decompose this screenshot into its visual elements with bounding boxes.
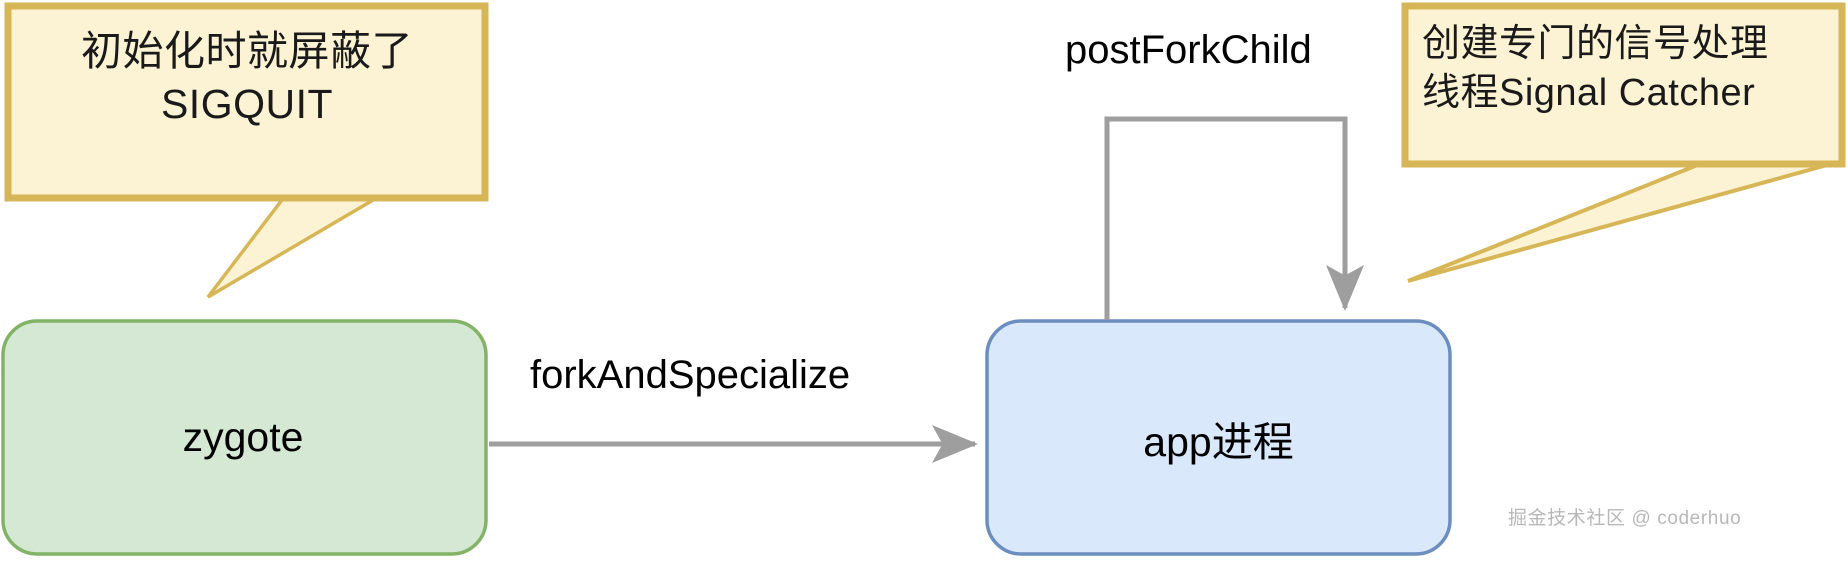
edge-label-fork-and-specialize: forkAndSpecialize [530, 353, 851, 397]
callout-left-tail [206, 194, 387, 299]
callout-left-box [4, 2, 489, 202]
callout-right-label: 创建专门的信号处理 线程Signal Catcher [1422, 23, 1769, 115]
edge-post-fork-child [1104, 116, 1364, 320]
node-zygote[interactable] [1, 319, 488, 556]
edge-label-post-fork-child: postForkChild [1065, 28, 1312, 72]
callout-left-label: 初始化时就屏蔽了 SIGQUIT [81, 28, 413, 128]
callout-right-box [1401, 2, 1846, 168]
callout-right-tail [1407, 160, 1839, 283]
watermark-text: 掘金技术社区 @ coderhuo [1508, 508, 1742, 529]
node-app-process[interactable] [985, 319, 1452, 556]
